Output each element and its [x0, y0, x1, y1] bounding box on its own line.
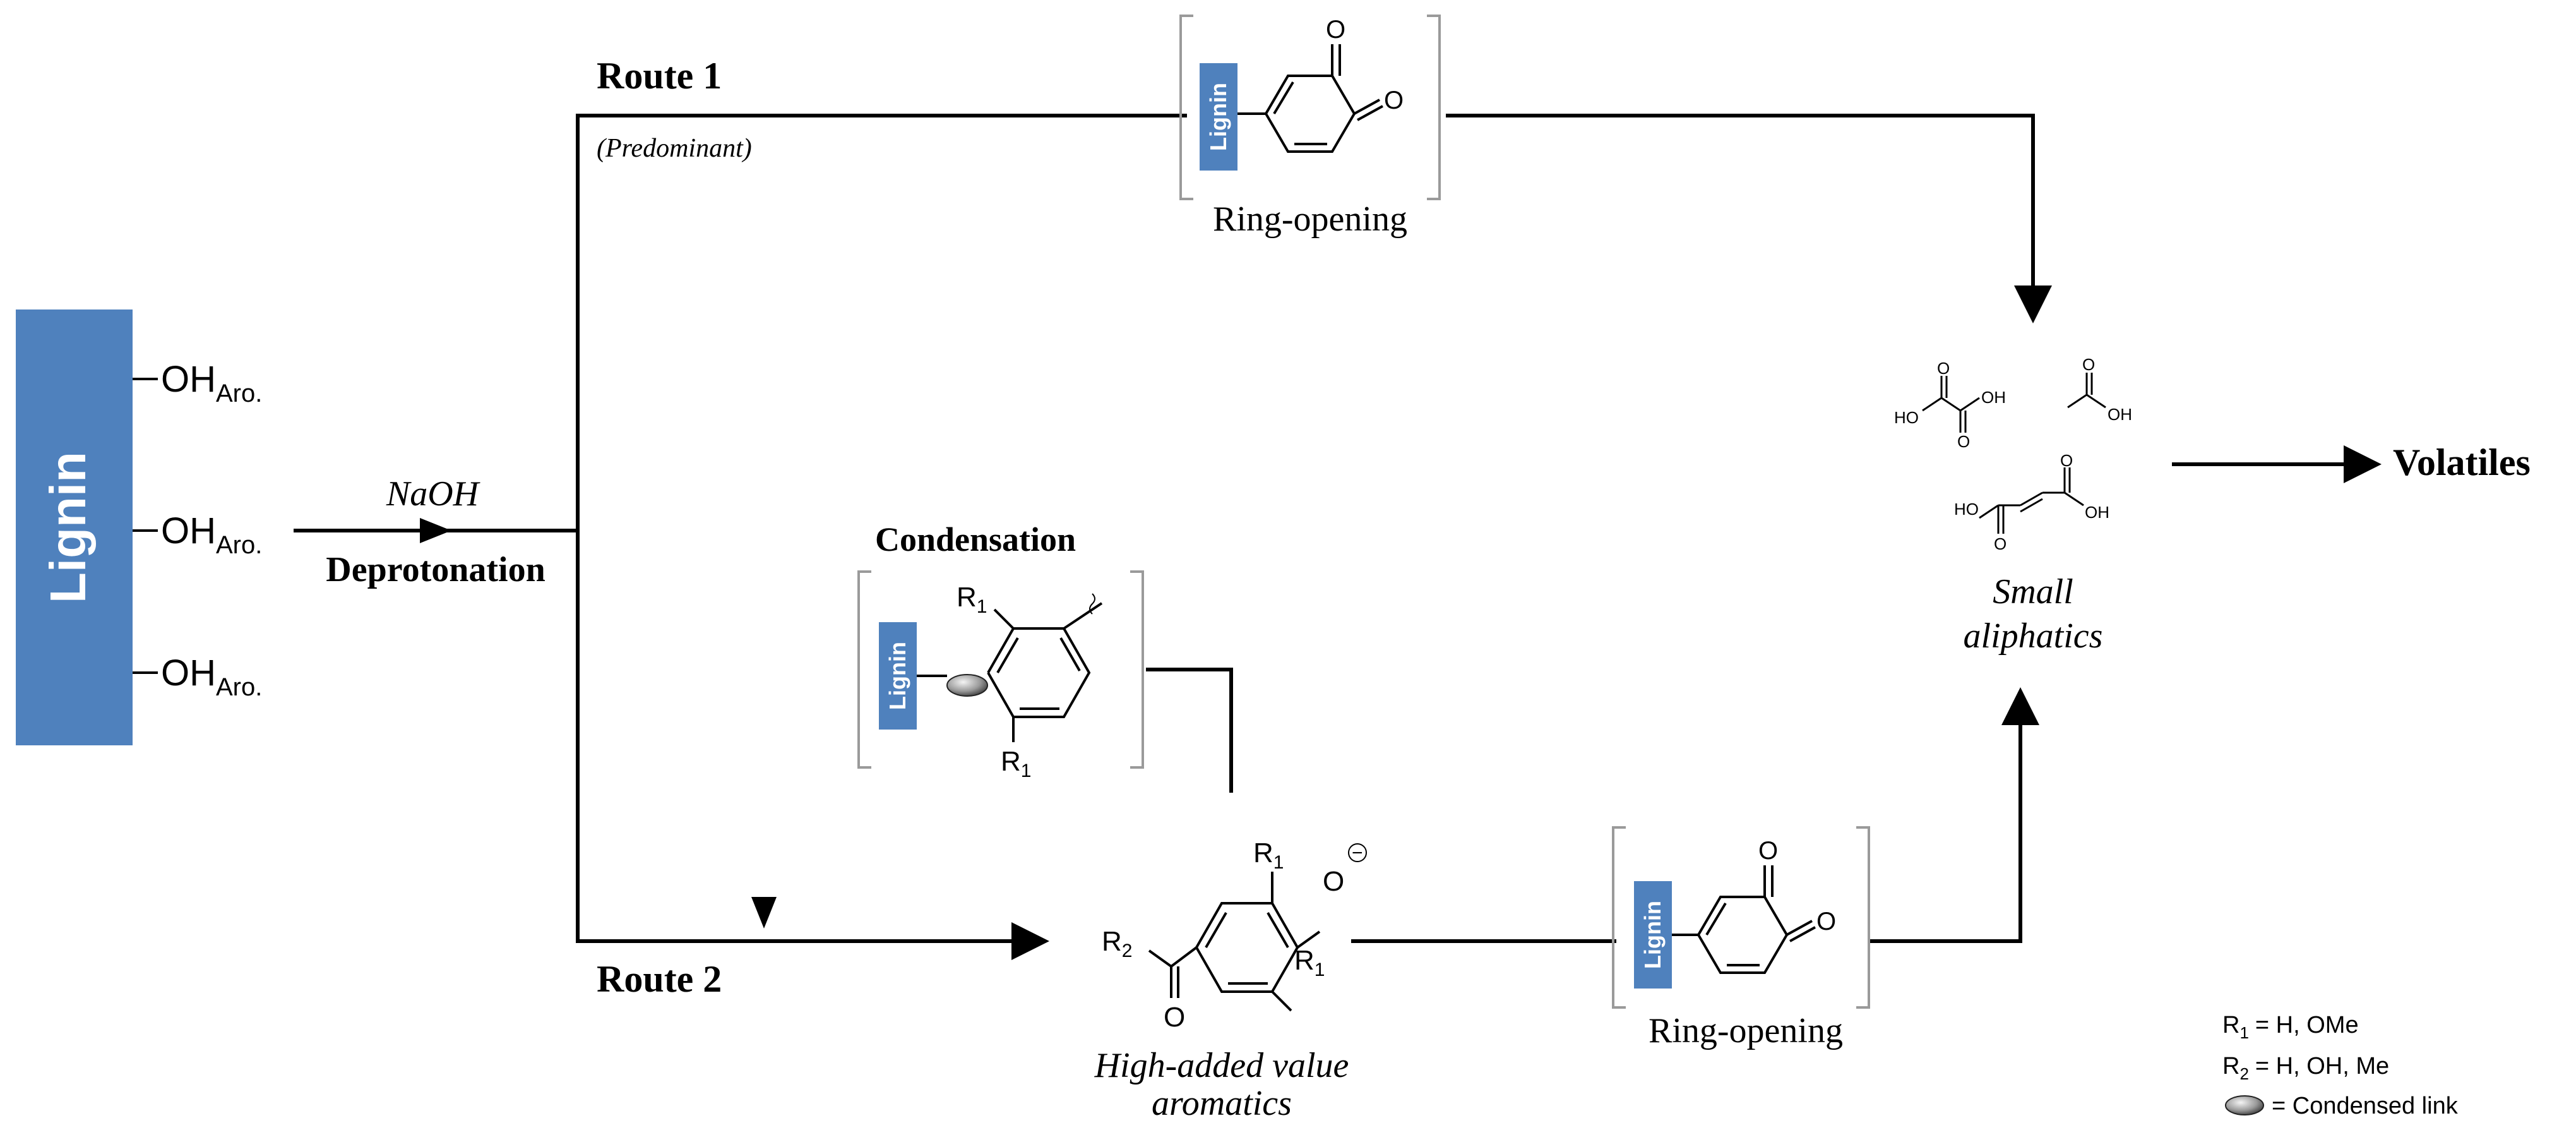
- svg-text:OH: OH: [1981, 388, 2006, 407]
- bracket-right: [1130, 570, 1144, 769]
- svg-text:R2: R2: [1102, 926, 1132, 961]
- svg-text:O: O: [1994, 534, 2007, 553]
- route-1-note: (Predominant): [597, 134, 752, 163]
- legend-r1: R1= H, OMe: [2222, 1012, 2359, 1042]
- volatiles-label: Volatiles: [2393, 442, 2531, 483]
- aromatics-label-line2: aromatics: [1152, 1084, 1292, 1123]
- aromatics-label-line1: High-added value: [1094, 1046, 1349, 1085]
- lignin-tag: [1200, 63, 1237, 171]
- bracket-right: [1427, 15, 1441, 200]
- lignin-tag-label: Lignin: [1640, 901, 1666, 969]
- svg-text:HO: HO: [1954, 500, 1979, 519]
- lignin-tag: [879, 622, 917, 730]
- svg-text:R1: R1: [957, 582, 987, 617]
- svg-text:R1: R1: [1294, 945, 1325, 980]
- legend-r2: R2= H, OH, Me: [2222, 1053, 2389, 1083]
- ring-opening-caption-2: Ring-opening: [1649, 1011, 1843, 1050]
- route-2-line: [576, 531, 1049, 960]
- deprotonation-label: Deprotonation: [326, 550, 545, 589]
- route-2-label: Route 2: [597, 958, 722, 1000]
- oh-group-3: OHAro.: [133, 652, 262, 701]
- ring-opening-intermediate-1: Lignin O O Ring-opening: [1179, 15, 1441, 239]
- svg-text:O: O: [1816, 908, 1836, 935]
- svg-text:−: −: [1352, 843, 1363, 863]
- bracket-right: [1856, 826, 1870, 1009]
- svg-text:O: O: [2082, 355, 2095, 374]
- svg-text:O: O: [1957, 432, 1970, 451]
- svg-text:OH: OH: [2085, 503, 2109, 522]
- condensation-loop-arrowhead: [751, 897, 777, 929]
- aliphatics-label-line2: aliphatics: [1964, 616, 2103, 656]
- lignin-tag-label: Lignin: [885, 642, 910, 710]
- bracket-left: [1612, 826, 1626, 1009]
- oh-group-1: OHAro.: [133, 359, 262, 407]
- fumaric-acid: [1979, 467, 2084, 534]
- ring-opening-intermediate-2: Lignin O O Ring-opening: [1612, 826, 1870, 1050]
- svg-text:OHAro.: OHAro.: [161, 510, 262, 559]
- acetic-acid: [2067, 373, 2106, 409]
- lignin-polymer: Lignin OHAro. OHAro. OHAro.: [16, 310, 262, 745]
- svg-text:OHAro.: OHAro.: [161, 652, 262, 701]
- ortho-quinone-ring: [1237, 44, 1383, 153]
- lignin-box-label: Lignin: [40, 452, 96, 603]
- carbonyl-o-1: O: [1326, 16, 1345, 44]
- deprotonation-arrowhead: [420, 518, 451, 543]
- svg-text:O: O: [1937, 359, 1950, 378]
- oxalic-acid: [1922, 376, 1980, 433]
- volatiles-step: Volatiles: [2172, 442, 2531, 483]
- lignin-box: [16, 310, 133, 745]
- svg-text:O: O: [2060, 451, 2073, 470]
- svg-text:OH: OH: [2108, 405, 2132, 424]
- svg-text:R1: R1: [1253, 838, 1284, 873]
- svg-text:O: O: [1323, 866, 1344, 897]
- svg-text:R1: R1: [1001, 746, 1031, 781]
- svg-text:O: O: [1164, 1002, 1185, 1033]
- phenolate-structure: R1 R1 O − R2 O High-added value aromatic…: [1094, 838, 1367, 1123]
- condensation-aryl-ring: [987, 593, 1103, 742]
- condensed-link-oval: [946, 674, 988, 697]
- svg-text:HO: HO: [1894, 408, 1919, 427]
- lignin-tag-label: Lignin: [1205, 83, 1231, 151]
- legend-link: = Condensed link: [2272, 1093, 2459, 1119]
- aliphatics-label-line1: Small: [1993, 572, 2073, 611]
- ring-opening-caption-1: Ring-opening: [1213, 200, 1407, 239]
- small-aliphatics: HO O O OH O OH HO O O OH Small: [1894, 355, 2132, 656]
- route-1-label: Route 1: [597, 55, 722, 97]
- condensation-loop: Condensation Lignin R1 R1: [751, 520, 1233, 929]
- bracket-left: [1179, 15, 1193, 200]
- legend-oval: [2225, 1095, 2264, 1115]
- bracket-left: [857, 570, 871, 769]
- condensation-loop-arrow: [1146, 668, 1233, 793]
- svg-text:O: O: [1758, 837, 1778, 865]
- route-2: Route 2: [576, 531, 2039, 1000]
- reagent-label: NaOH: [386, 474, 480, 514]
- carbonyl-o-2: O: [1384, 87, 1404, 114]
- route-1-line: [576, 114, 1187, 531]
- route-2-arrow: [1869, 687, 2039, 943]
- route-1-arrow: [1446, 114, 2052, 323]
- route-1: Route 1 (Predominant): [576, 55, 2052, 531]
- deprotonation-step: NaOH Deprotonation: [294, 474, 578, 589]
- condensation-title: Condensation: [875, 520, 1076, 558]
- oh-group-2: OHAro.: [133, 510, 262, 559]
- legend: R1= H, OMe R2= H, OH, Me = Condensed lin…: [2222, 1012, 2459, 1119]
- svg-text:OHAro.: OHAro.: [161, 359, 262, 407]
- lignin-tag: [1634, 881, 1672, 989]
